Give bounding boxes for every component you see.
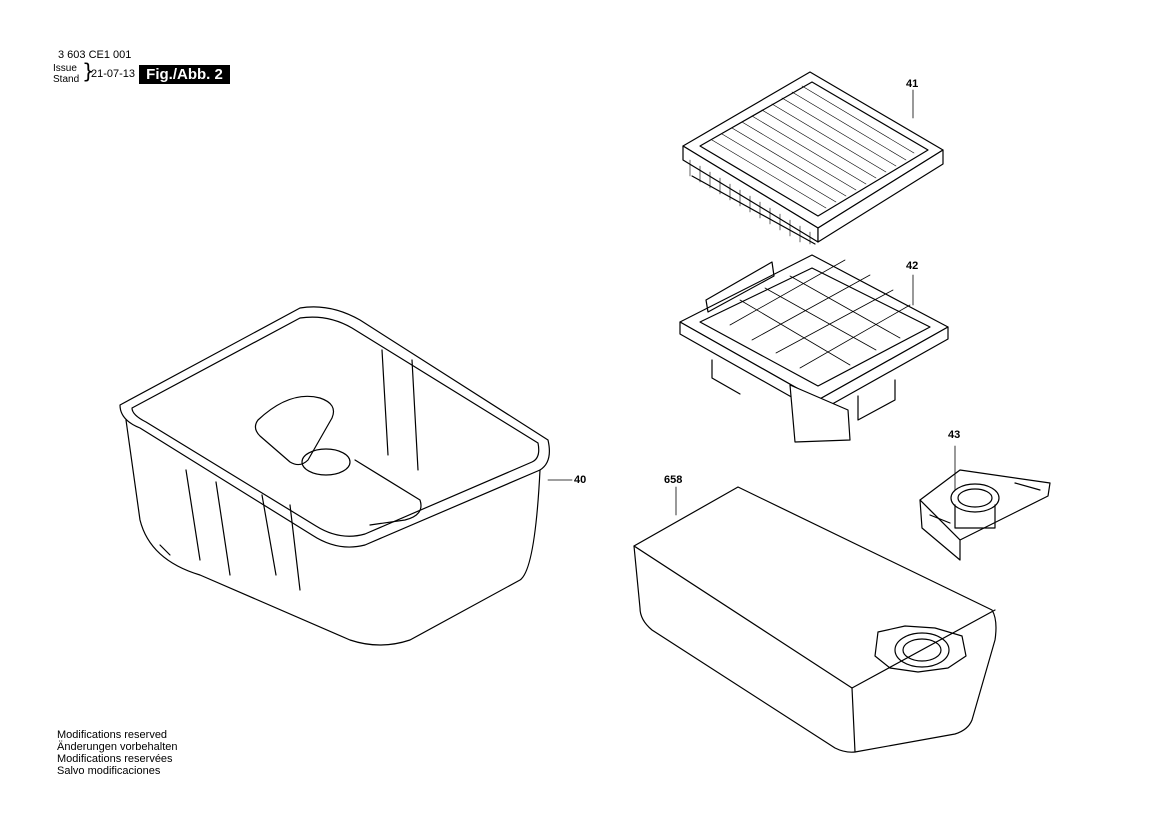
part-label-40: 40 bbox=[574, 474, 587, 486]
notice-line: Modifications reservées bbox=[57, 753, 173, 765]
notice-line: Änderungen vorbehalten bbox=[57, 741, 178, 753]
filter-cage-42-drawing bbox=[679, 254, 949, 443]
part-label-658: 658 bbox=[664, 474, 683, 486]
issue-label: Issue bbox=[53, 63, 77, 74]
part-label-41: 41 bbox=[906, 78, 919, 90]
modifications-notice: Modifications reserved Änderungen vorbeh… bbox=[57, 729, 177, 777]
container-40-drawing bbox=[119, 306, 573, 646]
filter-41-drawing bbox=[682, 71, 944, 245]
issue-stand-labels: Issue Stand bbox=[53, 63, 79, 85]
brace-glyph: } bbox=[82, 59, 95, 83]
notice-line: Modifications reserved bbox=[57, 729, 168, 741]
figure-badge: Fig./Abb. 2 bbox=[139, 65, 230, 84]
document-number: 3 603 CE1 001 bbox=[58, 49, 132, 61]
stand-label: Stand bbox=[53, 74, 80, 85]
notice-line: Salvo modificaciones bbox=[57, 765, 161, 777]
issue-date: 21-07-13 bbox=[91, 68, 136, 80]
part-label-42: 42 bbox=[906, 260, 919, 272]
filter-bag-658-drawing bbox=[633, 486, 997, 753]
holder-43-drawing bbox=[919, 445, 1051, 561]
part-label-43: 43 bbox=[948, 429, 961, 441]
